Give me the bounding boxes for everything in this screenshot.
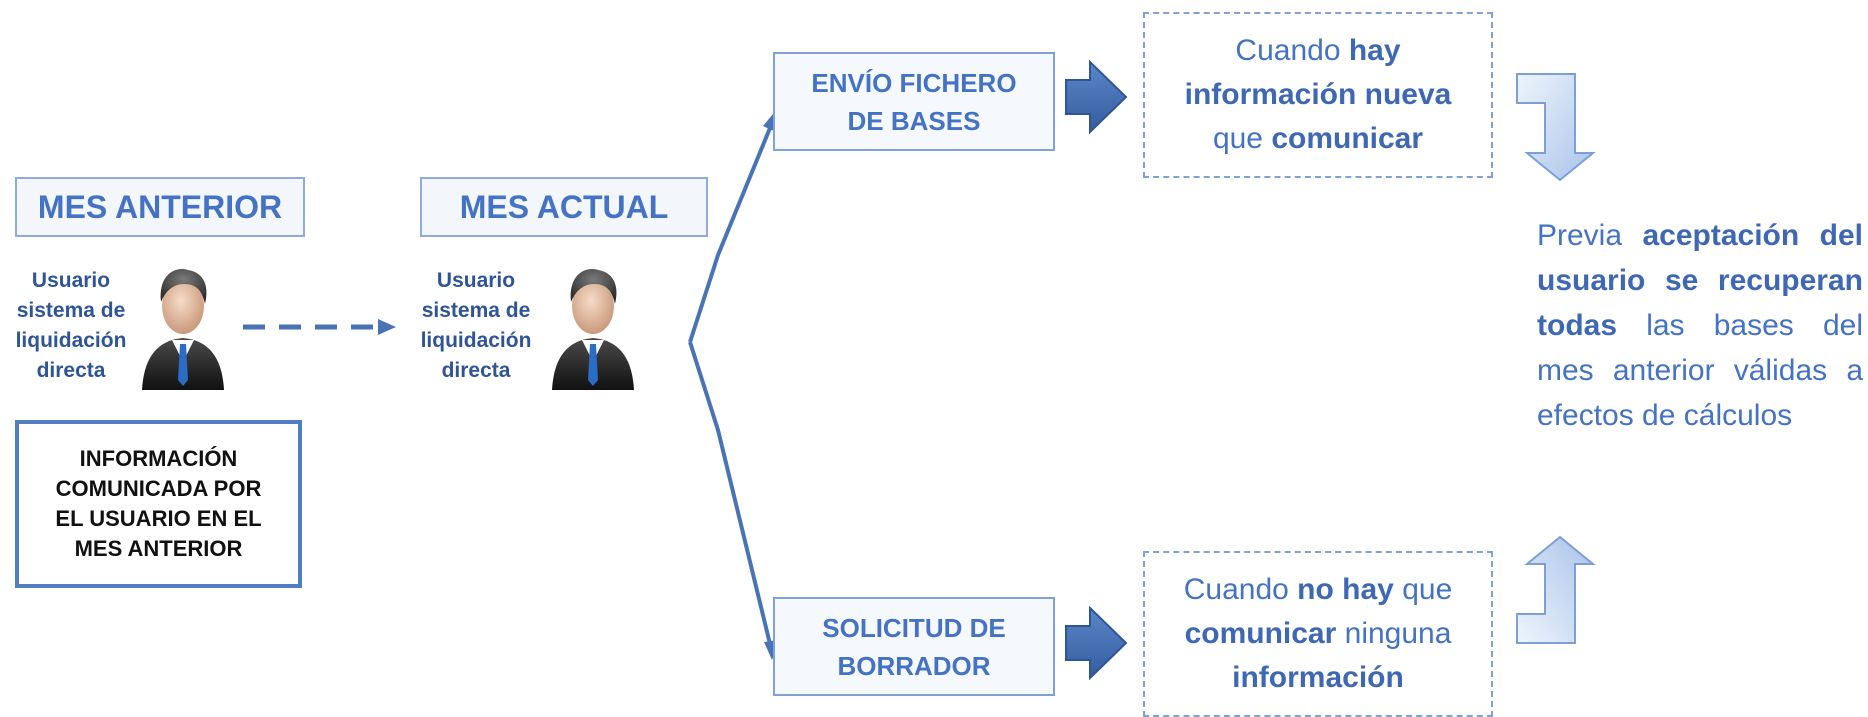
condition-text: Cuando xyxy=(1183,573,1298,606)
label-line: liquidación xyxy=(420,329,532,352)
prev-month-title: MES ANTERIOR xyxy=(37,188,283,225)
new-info-condition-box: Cuando hay información nueva que comunic… xyxy=(1143,12,1493,178)
condition-text: que xyxy=(1212,122,1272,155)
prev-info-box: INFORMACIÓN COMUNICADA POR EL USUARIO EN… xyxy=(15,420,302,588)
info-line: MES ANTERIOR xyxy=(74,536,243,561)
condition-bold: comunicar xyxy=(1271,122,1424,155)
label-line: Usuario xyxy=(31,269,111,292)
current-user-label: Usuario sistema de liquidación directa xyxy=(405,266,547,386)
bent-arrow-up xyxy=(1516,535,1596,644)
bent-arrow-down xyxy=(1516,73,1596,182)
send-bases-file-box: ENVÍO FICHERO DE BASES xyxy=(773,52,1055,151)
label-line: directa xyxy=(36,359,106,382)
prev-user-label: Usuario sistema de liquidación directa xyxy=(0,266,142,386)
label-line: Usuario xyxy=(436,269,516,292)
action-line: ENVÍO FICHERO xyxy=(811,67,1017,98)
current-month-title: MES ACTUAL xyxy=(459,188,669,225)
action-line: DE BASES xyxy=(847,105,981,136)
draft-request-box: SOLICITUD DE BORRADOR xyxy=(773,597,1055,696)
info-line: COMUNICADA POR xyxy=(55,476,262,501)
label-line: sistema de xyxy=(421,299,531,322)
condition-text: ninguna xyxy=(1336,617,1452,650)
action-line: BORRADOR xyxy=(837,650,991,681)
condition-text: que xyxy=(1393,573,1453,606)
current-month-header: MES ACTUAL xyxy=(420,177,708,237)
condition-bold: información nueva xyxy=(1184,78,1452,111)
block-arrow-bottom xyxy=(1065,605,1128,681)
block-arrow-top xyxy=(1065,59,1128,135)
result-text: Previa xyxy=(1537,219,1623,252)
condition-bold: información xyxy=(1232,661,1404,694)
result-bold: aceptación del usuario se recuperan toda… xyxy=(1537,219,1863,342)
condition-bold: hay xyxy=(1348,34,1401,67)
info-line: EL USUARIO EN EL xyxy=(55,506,262,531)
businessman-icon xyxy=(552,269,634,390)
businessman-icon xyxy=(142,269,224,390)
action-line: SOLICITUD DE xyxy=(822,612,1006,643)
label-line: liquidación xyxy=(15,329,127,352)
condition-bold: no hay xyxy=(1297,573,1394,606)
no-info-condition-box: Cuando no hay que comunicar ninguna info… xyxy=(1143,551,1493,717)
info-line: INFORMACIÓN xyxy=(79,446,238,471)
recovery-result-text: Previa aceptación del usuario se recuper… xyxy=(1537,213,1863,438)
condition-text: Cuando xyxy=(1235,34,1349,67)
label-line: sistema de xyxy=(16,299,126,322)
prev-month-header: MES ANTERIOR xyxy=(15,177,305,237)
dashed-arrow-connector xyxy=(243,319,396,335)
result-text: las bases del mes anterior válidas a efe… xyxy=(1537,309,1863,432)
label-line: directa xyxy=(441,359,511,382)
condition-bold: comunicar xyxy=(1184,617,1337,650)
